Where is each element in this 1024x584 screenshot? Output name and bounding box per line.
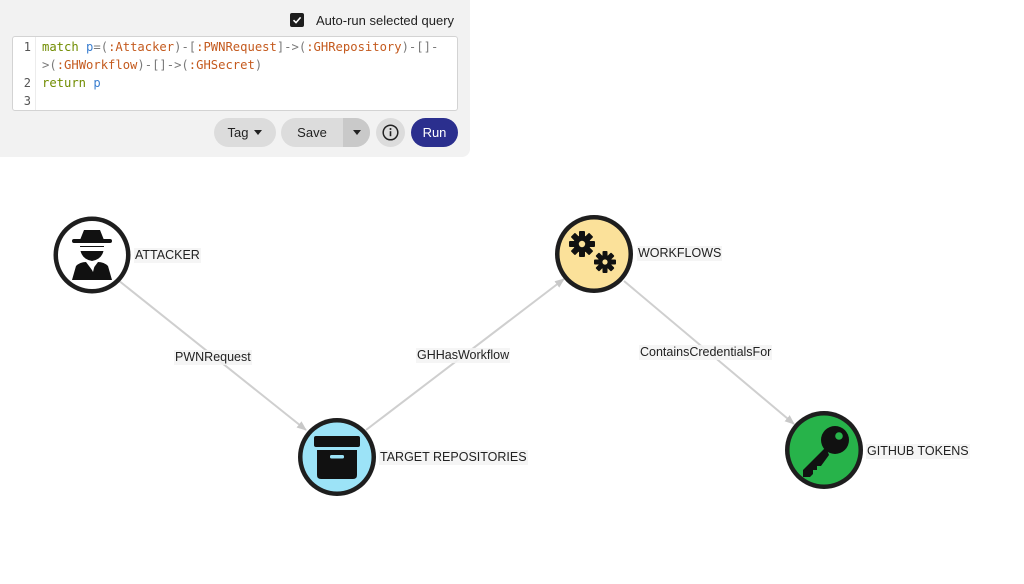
user-secret-icon xyxy=(72,230,112,280)
tag-button[interactable]: Tag xyxy=(214,118,276,147)
edge-label-containscredentialsfor: ContainsCredentialsFor xyxy=(639,345,773,360)
info-icon xyxy=(382,124,399,141)
archive-box-icon xyxy=(314,436,360,479)
code-line: match p=(:Attacker)-[:PWNRequest]->(:GHR… xyxy=(42,40,439,54)
node-attacker[interactable] xyxy=(53,216,131,294)
run-button[interactable]: Run xyxy=(411,118,458,147)
node-repos[interactable] xyxy=(298,418,376,496)
gears-icon xyxy=(569,231,616,273)
save-button-group: Save xyxy=(281,118,370,147)
autorun-label: Auto-run selected query xyxy=(316,12,455,28)
line-number: 2 xyxy=(23,76,31,90)
run-button-label: Run xyxy=(422,125,447,140)
node-workflows-fill xyxy=(559,219,629,289)
autorun-checkbox[interactable] xyxy=(290,13,304,27)
code-line: return p xyxy=(42,76,101,90)
query-editor[interactable]: 1 2 3 match p=(:Attacker)-[:PWNRequest]-… xyxy=(12,36,458,111)
node-tokens[interactable] xyxy=(785,411,863,489)
node-workflows[interactable] xyxy=(555,215,633,293)
save-options-button[interactable] xyxy=(343,118,370,147)
line-number: 3 xyxy=(23,94,31,108)
edge-label-pwnrequest: PWNRequest xyxy=(174,350,252,365)
node-label-repos: TARGET REPOSITORIES xyxy=(379,450,528,465)
node-label-workflows: WORKFLOWS xyxy=(637,246,723,261)
key-icon xyxy=(803,426,849,477)
line-gutter: 1 2 3 xyxy=(13,37,36,110)
line-number: 1 xyxy=(23,40,31,54)
query-panel: Auto-run selected query 1 2 3 match p=(:… xyxy=(0,0,470,157)
check-icon xyxy=(292,16,302,24)
chevron-down-icon xyxy=(254,130,263,135)
save-button-label: Save xyxy=(297,125,327,140)
save-button[interactable]: Save xyxy=(281,118,343,147)
node-label-tokens: GITHUB TOKENS xyxy=(866,444,970,459)
edge-label-ghhasworkflow: GHHasWorkflow xyxy=(416,348,511,363)
chevron-down-icon xyxy=(352,130,361,135)
info-button[interactable] xyxy=(376,118,405,147)
autorun-toggle[interactable]: Auto-run selected query xyxy=(290,12,454,28)
tag-button-label: Tag xyxy=(227,125,249,140)
code-line: >(:GHWorkflow)-[]->(:GHSecret) xyxy=(42,58,263,72)
node-label-attacker: ATTACKER xyxy=(134,248,201,263)
